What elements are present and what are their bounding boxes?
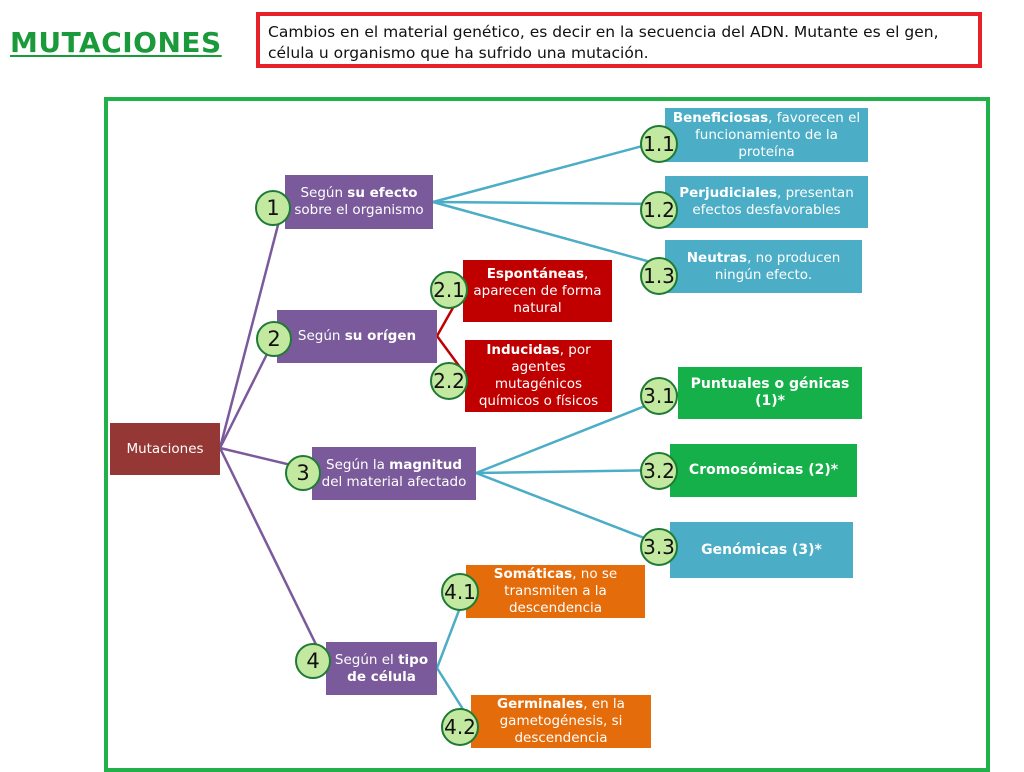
root-node: Mutaciones bbox=[110, 423, 220, 475]
leaf-perjudiciales: Perjudiciales, presentan efectos desfavo… bbox=[665, 176, 868, 228]
badge-2: 2 bbox=[256, 321, 292, 357]
branch-magnitude: Según la magnitud del material afectado bbox=[312, 447, 476, 500]
leaf-cromosomicas: Cromosómicas (2)* bbox=[670, 444, 857, 497]
badge-3: 3 bbox=[285, 455, 321, 491]
connector-1-2 bbox=[432, 200, 666, 206]
leaf-espontaneas: Espontáneas, aparecen de forma natural bbox=[463, 260, 612, 322]
leaf-inducidas: Inducidas, por agentes mutagénicos quími… bbox=[465, 340, 612, 412]
page-title: MUTACIONES bbox=[10, 26, 222, 59]
leaf-beneficiosas: Beneficiosas, favorecen el funcionamient… bbox=[665, 108, 868, 162]
badge-3-2: 3.2 bbox=[640, 452, 678, 490]
connector-3-2 bbox=[475, 468, 671, 475]
connector-3-3 bbox=[475, 471, 671, 550]
badge-1-1: 1.1 bbox=[640, 125, 678, 163]
badge-2-2: 2.2 bbox=[430, 362, 468, 400]
branch-effect: Según su efecto sobre el organismo bbox=[285, 175, 433, 229]
connector-1-1 bbox=[432, 138, 666, 204]
connector-root-1 bbox=[218, 201, 286, 449]
leaf-puntuales: Puntuales o génicas (1)* bbox=[678, 367, 862, 419]
leaf-germinales: Germinales, en la gametogénesis, si desc… bbox=[471, 695, 651, 748]
badge-3-3: 3.3 bbox=[640, 528, 678, 566]
badge-1: 1 bbox=[255, 190, 291, 226]
branch-origin: Según su orígen bbox=[277, 310, 437, 363]
leaf-somaticas: Somáticas, no se transmiten a la descend… bbox=[466, 565, 645, 618]
branch-cell-type: Según el tipo de célula bbox=[326, 642, 437, 695]
connector-root-4 bbox=[218, 447, 328, 666]
connector-1-3 bbox=[432, 200, 666, 268]
badge-4-1: 4.1 bbox=[441, 573, 479, 611]
badge-1-3: 1.3 bbox=[640, 257, 678, 295]
leaf-genomicas: Genómicas (3)* bbox=[670, 522, 853, 578]
leaf-neutras: Neutras, no producen ningún efecto. bbox=[665, 240, 862, 293]
badge-2-1: 2.1 bbox=[430, 271, 468, 309]
badge-3-1: 3.1 bbox=[640, 377, 678, 415]
badge-1-2: 1.2 bbox=[640, 191, 678, 229]
definition-box: Cambios en el material genético, es deci… bbox=[256, 12, 982, 68]
badge-4-2: 4.2 bbox=[441, 708, 479, 746]
badge-4: 4 bbox=[295, 643, 331, 679]
